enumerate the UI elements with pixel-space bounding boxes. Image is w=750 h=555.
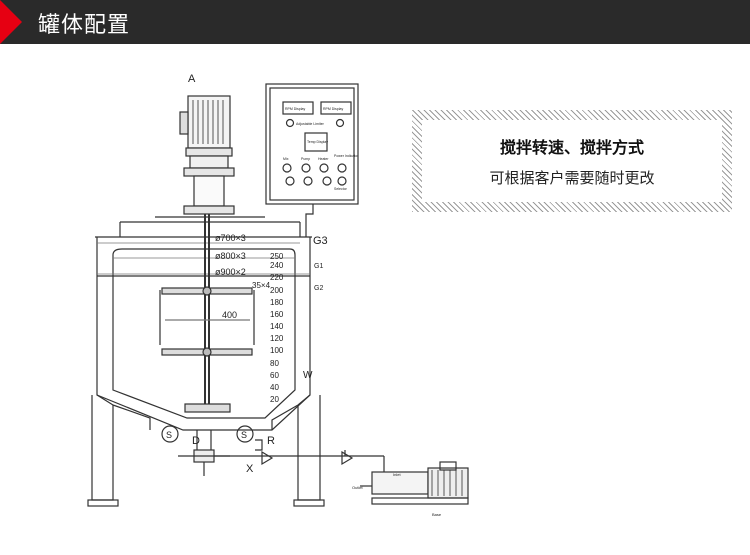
section-title: 罐体配置 (38, 13, 131, 38)
panel-btn-label: Power Indicator (334, 154, 359, 158)
scale-label: 180 (270, 298, 284, 307)
scale-label: 120 (270, 334, 284, 343)
dimension-400: 400 (222, 310, 237, 320)
scale-label: 40 (270, 383, 279, 392)
info-subtext: 可根据客户需要随时更改 (489, 169, 655, 187)
panel-adjustable: Adjustable Limiter (296, 122, 325, 126)
tank-drawing: A (87, 73, 469, 517)
pump-base: Base (432, 512, 442, 517)
panel-btn-label: Mix (283, 157, 289, 161)
panel-btn-label: Heater (318, 157, 329, 161)
diameter-label: ø800×3 (215, 251, 246, 261)
scale-label: 240 (270, 261, 284, 270)
label-w: W (303, 370, 313, 381)
label-g3: G3 (313, 235, 328, 247)
label-x: X (246, 463, 254, 475)
pump-inlet: Inlet (393, 472, 401, 477)
control-panel (265, 83, 359, 205)
label-s: S (241, 430, 247, 440)
panel-temp-display (304, 132, 328, 152)
info-heading: 搅拌转速、搅拌方式 (499, 138, 644, 157)
panel-temp-label: Temp Display (307, 140, 328, 144)
scale-label: 160 (270, 310, 284, 319)
scale-label: 80 (270, 359, 279, 368)
right-leg (297, 395, 321, 501)
panel-selector-label: Selector (334, 187, 348, 191)
scale-label: 200 (270, 286, 284, 295)
label-d: D (192, 435, 200, 447)
motor (187, 95, 231, 149)
panel-display-label: RPM Display (285, 107, 305, 111)
scale-label: 220 (270, 273, 284, 282)
tank-diagram: A (0, 44, 750, 550)
label-a: A (188, 73, 196, 85)
tank-body (96, 237, 311, 431)
diameter-label: ø700×3 (215, 233, 246, 243)
scale-label: 100 (270, 346, 284, 355)
diameter-label: 35×4 (252, 281, 271, 290)
panel-display-label: RPM Display (323, 107, 343, 111)
scale-label: 60 (270, 371, 279, 380)
info-box-inner: 搅拌转速、搅拌方式 可根据客户需要随时更改 (422, 120, 722, 202)
scale-label: 250 (270, 252, 284, 261)
info-box: 搅拌转速、搅拌方式 可根据客户需要随时更改 (412, 110, 732, 212)
scale-label: 20 (270, 395, 279, 404)
panel-btn-label: Pump (301, 157, 310, 161)
label-s: S (166, 430, 172, 440)
label-g2: G2 (314, 285, 323, 292)
panel-display-1 (282, 101, 314, 115)
label-g1: G1 (314, 263, 323, 270)
section-header: 罐体配置 (0, 0, 750, 44)
label-r: R (267, 435, 275, 447)
panel-display-2 (320, 101, 352, 115)
scale-label: 140 (270, 322, 284, 331)
chevron-icon (0, 0, 22, 44)
diameter-label: ø900×2 (215, 267, 246, 277)
pump-outlet: Outlet (352, 485, 364, 490)
left-leg (91, 395, 114, 501)
